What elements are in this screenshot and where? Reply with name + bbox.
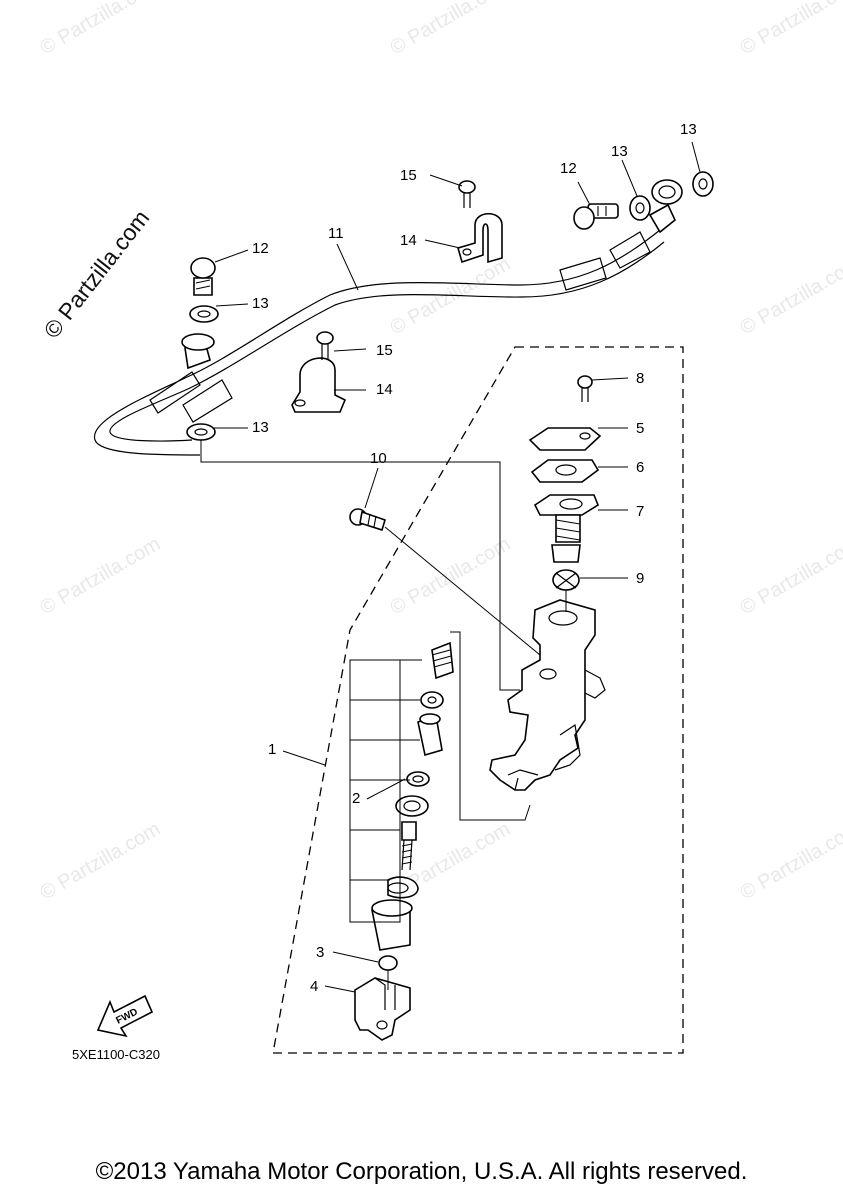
callout-7: 7 — [636, 503, 644, 520]
callout-13-a: 13 — [252, 295, 269, 312]
watermark: © Partzilla.com — [737, 253, 843, 339]
callout-10: 10 — [370, 450, 387, 467]
watermark: © Partzilla.com — [37, 533, 165, 619]
callout-12-right: 12 — [560, 160, 577, 177]
guide-line — [200, 440, 520, 691]
callout-12-left: 12 — [252, 240, 269, 257]
bolt-10 — [349, 508, 386, 532]
guide-line — [384, 526, 541, 656]
callout-14-mid: 14 — [376, 381, 393, 398]
watermark: © Partzilla.com — [387, 533, 515, 619]
fwd-arrow-icon: FWD — [96, 994, 154, 1038]
union-bolt-right — [573, 203, 619, 230]
callout-9: 9 — [636, 570, 644, 587]
callout-15-top: 15 — [400, 167, 417, 184]
callout-2: 2 — [352, 790, 360, 807]
diagram-code: 5XE1100-C320 — [72, 1047, 160, 1062]
callout-15-mid: 15 — [376, 342, 393, 359]
master-cylinder-body — [489, 599, 606, 791]
callout-11: 11 — [328, 225, 344, 242]
callout-8: 8 — [636, 370, 644, 387]
callout-13-b: 13 — [252, 419, 269, 436]
group-bracket-2 — [450, 631, 531, 821]
watermark-grid: © Partzilla.com © Partzilla.com © Partzi… — [37, 0, 843, 904]
watermark-main: © Partzilla.com — [38, 205, 154, 343]
brake-hose — [94, 179, 683, 456]
watermark: © Partzilla.com — [737, 818, 843, 904]
clevis — [354, 977, 411, 1041]
watermark: © Partzilla.com — [37, 818, 165, 904]
callout-3: 3 — [316, 944, 324, 961]
callout-labels: 1 2 3 4 5 6 7 8 9 10 11 12 12 13 13 13 1… — [252, 121, 697, 995]
assembly-outline — [272, 346, 684, 1054]
reservoir-parts — [528, 375, 602, 591]
washers — [186, 171, 714, 441]
hose-clamps — [291, 212, 503, 413]
leader-lines — [214, 141, 701, 993]
callout-6: 6 — [636, 459, 644, 476]
callout-1: 1 — [268, 741, 276, 758]
watermark: © Partzilla.com — [387, 253, 515, 339]
watermark: © Partzilla.com — [737, 0, 843, 59]
callout-4: 4 — [310, 978, 318, 995]
watermark: © Partzilla.com — [387, 0, 515, 59]
union-bolt-left — [190, 257, 216, 296]
watermark: © Partzilla.com — [737, 533, 843, 619]
clamp-screws — [316, 180, 476, 360]
group-bracket — [349, 659, 422, 923]
callout-5: 5 — [636, 420, 644, 437]
watermark: © Partzilla.com — [37, 0, 165, 59]
callout-13-d: 13 — [680, 121, 697, 138]
callout-14-top: 14 — [400, 232, 417, 249]
piston-kit — [371, 641, 454, 971]
callout-13-c: 13 — [611, 143, 628, 160]
copyright-notice: ©2013 Yamaha Motor Corporation, U.S.A. A… — [95, 1158, 748, 1185]
